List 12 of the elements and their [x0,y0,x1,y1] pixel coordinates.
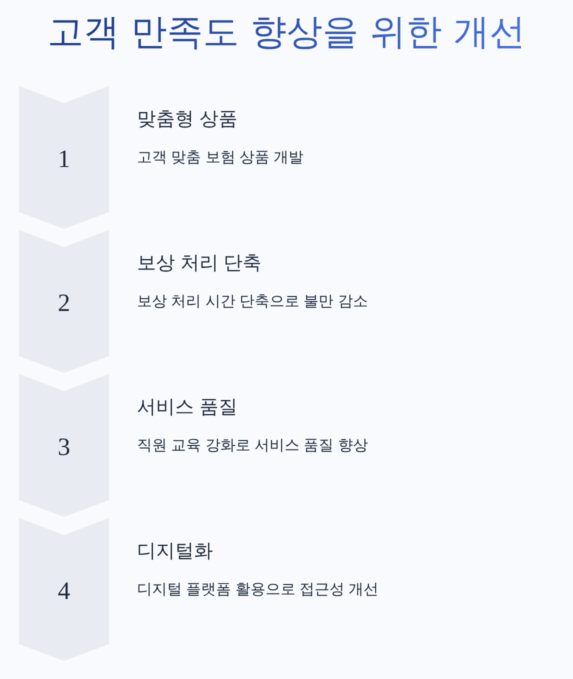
step-description: 디지털 플랫폼 활용으로 접근성 개선 [137,580,379,600]
step-number: 4 [58,578,70,606]
step-description: 직원 교육 강화로 서비스 품질 향상 [137,436,368,456]
step-heading: 보상 처리 단축 [137,252,262,276]
step-description: 보상 처리 시간 단축으로 불만 감소 [137,292,368,312]
step-heading: 맞춤형 상품 [137,108,238,132]
step-heading: 서비스 품질 [137,396,238,420]
step-number: 1 [58,146,70,174]
step-number: 2 [58,290,70,318]
step-heading: 디지털화 [137,540,213,564]
step-description: 고객 맞춤 보험 상품 개발 [137,148,304,168]
step-number: 3 [58,434,70,462]
